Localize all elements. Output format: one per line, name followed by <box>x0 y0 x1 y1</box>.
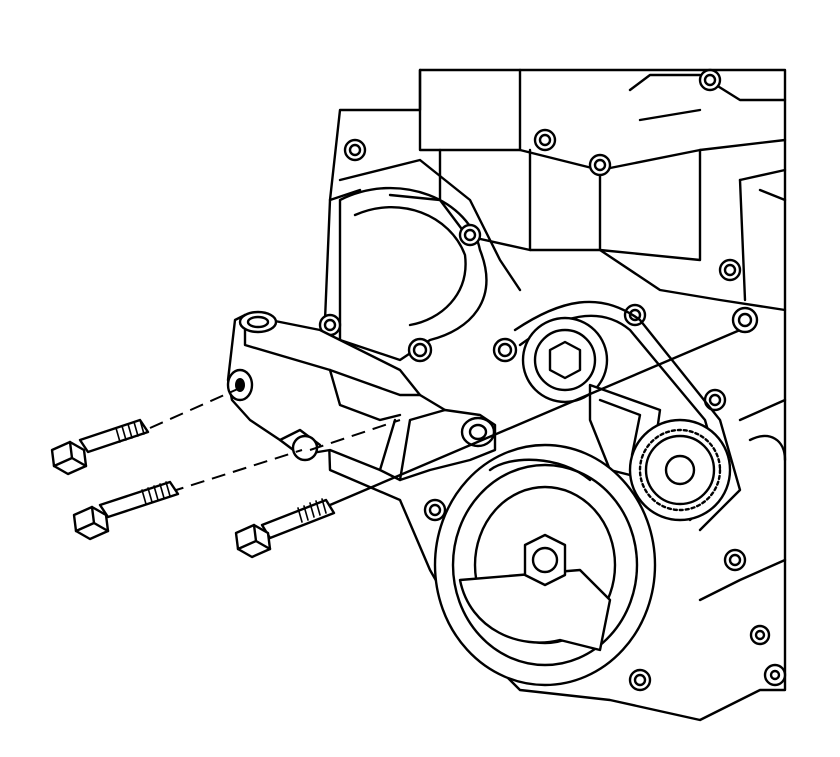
alignment-lines <box>149 328 742 507</box>
bolt-head <box>458 223 482 247</box>
bolt-head <box>492 337 518 363</box>
bolt-head <box>407 337 433 363</box>
bolt-head <box>703 388 727 412</box>
bolt-head <box>628 668 652 692</box>
crankshaft-balancer <box>433 443 657 687</box>
idler-pulley <box>628 418 732 522</box>
engine-bolt-heads <box>318 68 771 692</box>
bolt-head <box>698 68 722 92</box>
bolt-head <box>343 138 367 162</box>
lower-right-details <box>731 306 787 687</box>
bolt-head <box>533 128 557 152</box>
bolt-head <box>318 313 342 337</box>
bracket-bolt-lower <box>234 498 336 559</box>
bolt-head <box>588 153 612 177</box>
bracket-bolt-middle <box>72 480 180 541</box>
bolt-head <box>423 498 447 522</box>
bolt-head <box>749 624 771 646</box>
bolt-head <box>723 548 747 572</box>
bolt-head <box>718 258 742 282</box>
bracket-bolt-upper <box>50 418 150 476</box>
timing-cover <box>338 186 488 362</box>
